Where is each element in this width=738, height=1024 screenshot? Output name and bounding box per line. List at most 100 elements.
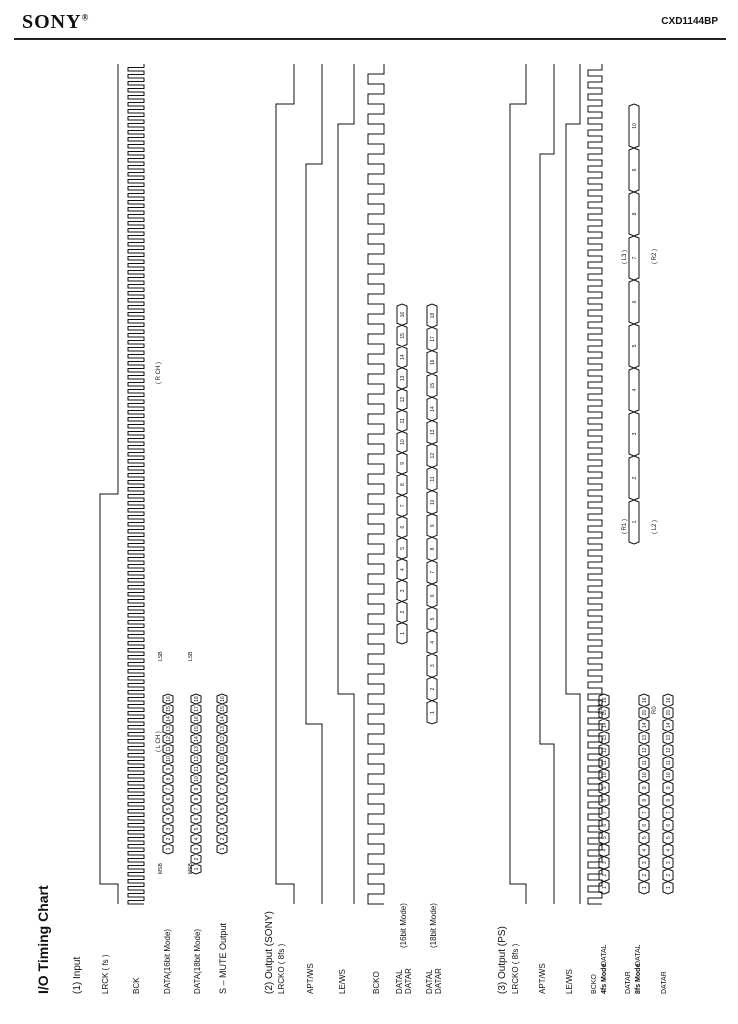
bit-label: 15 bbox=[602, 710, 608, 716]
bit-label: 3 bbox=[642, 861, 648, 864]
label-sony-datar2: DATAR bbox=[434, 968, 443, 994]
bit-label: 15 bbox=[194, 726, 200, 732]
bit-label: 15 bbox=[430, 383, 436, 389]
bit-label: 8 bbox=[642, 799, 648, 802]
wave-ps-le bbox=[565, 64, 581, 904]
bit-label: 14 bbox=[602, 722, 608, 728]
bit-label: 1 bbox=[400, 632, 406, 635]
bit-label: 2 bbox=[602, 874, 608, 877]
bit-label: 16 bbox=[430, 359, 436, 365]
annot-lsb-18: LSB bbox=[188, 651, 194, 661]
annot-l3: ( L3 ) bbox=[622, 250, 628, 264]
bit-label: 4 bbox=[220, 817, 226, 820]
bit-label: 17 bbox=[430, 336, 436, 342]
bit-label: 14 bbox=[220, 716, 226, 722]
bit-label: 5 bbox=[642, 836, 648, 839]
bit-label: 14 bbox=[666, 722, 672, 728]
bit-label: 11 bbox=[430, 476, 436, 481]
bit-label: 15 bbox=[666, 710, 672, 716]
label-sony-bcko: BCKO bbox=[372, 971, 381, 994]
wave-ps-datar4 bbox=[628, 103, 640, 545]
bit-label: 13 bbox=[220, 726, 226, 732]
bit-label: 9 bbox=[666, 786, 672, 789]
bit-label: 12 bbox=[194, 756, 200, 762]
label-sony-le: LE/WS bbox=[338, 969, 347, 994]
wave-ps-lrcko bbox=[509, 64, 527, 904]
label-ps-le: LE/WS bbox=[565, 969, 574, 994]
bit-label: 4 bbox=[400, 568, 406, 571]
brand-logo: SONY® bbox=[22, 11, 90, 33]
bit-label: 12 bbox=[400, 397, 406, 403]
bit-label: 10 bbox=[666, 772, 672, 778]
bit-label: 8 bbox=[632, 212, 638, 215]
bit-label: 8 bbox=[166, 777, 172, 780]
bit-label: 5 bbox=[166, 807, 172, 810]
bit-label: 5 bbox=[666, 836, 672, 839]
bit-label: 18 bbox=[194, 696, 200, 702]
label-ps-datar1: DATAR bbox=[625, 971, 632, 994]
bit-label: 14 bbox=[194, 736, 200, 742]
wave-ps-datal8 bbox=[638, 693, 650, 895]
bit-label: 11 bbox=[666, 760, 672, 765]
bit-label: 18 bbox=[430, 313, 436, 319]
bit-label: 6 bbox=[666, 824, 672, 827]
label-ps-datal2: DATAL bbox=[635, 944, 642, 966]
wave-sony-bcko bbox=[367, 64, 385, 905]
bit-label: 1 bbox=[642, 886, 648, 889]
annot-lch: ( L CH ) bbox=[156, 731, 162, 752]
bit-label: 16 bbox=[166, 696, 172, 702]
label-ps-datar2: DATAR bbox=[661, 971, 668, 994]
bit-label: 4 bbox=[632, 388, 638, 391]
wave-sony-le bbox=[337, 64, 355, 904]
bit-label: 8 bbox=[400, 483, 406, 486]
bit-label: 8 bbox=[220, 777, 226, 780]
bit-label: 10 bbox=[220, 756, 226, 762]
bit-label: 5 bbox=[400, 547, 406, 550]
bit-label: 3 bbox=[632, 432, 638, 435]
wave-smute bbox=[216, 693, 228, 855]
bit-label: 1 bbox=[220, 847, 226, 850]
annot-l2: ( L2 ) bbox=[652, 520, 658, 534]
wave-ps-datar8 bbox=[662, 693, 674, 895]
bit-label: 2 bbox=[666, 874, 672, 877]
bit-label: 3 bbox=[400, 589, 406, 592]
bit-label: 4 bbox=[642, 849, 648, 852]
bit-label: 8 bbox=[666, 799, 672, 802]
wave-sony-data18 bbox=[426, 303, 438, 725]
bit-label: 1 bbox=[194, 867, 200, 870]
bit-label: 4 bbox=[666, 849, 672, 852]
bit-label: 7 bbox=[194, 807, 200, 810]
bit-label: 15 bbox=[166, 706, 172, 712]
bit-label: 10 bbox=[430, 499, 436, 505]
bit-label: 11 bbox=[194, 766, 200, 771]
bit-label: 7 bbox=[400, 504, 406, 507]
bit-label: 1 bbox=[602, 886, 608, 889]
bit-label: 16 bbox=[400, 312, 406, 318]
wave-ps-bcko bbox=[587, 64, 603, 905]
bit-label: 1 bbox=[166, 847, 172, 850]
section-input-heading: (1) Input bbox=[72, 957, 83, 994]
bit-label: 13 bbox=[400, 375, 406, 381]
bit-label: 10 bbox=[400, 439, 406, 445]
label-sony-datar1: DATAR bbox=[404, 968, 413, 994]
wave-sony-lrcko bbox=[275, 64, 295, 904]
label-lrck: LRCK ( fs ) bbox=[101, 954, 110, 994]
bit-label: 9 bbox=[642, 786, 648, 789]
bit-label: 6 bbox=[602, 824, 608, 827]
label-ps-datal1: DATAL bbox=[601, 944, 608, 966]
bit-label: 11 bbox=[220, 746, 226, 751]
bit-label: 10 bbox=[632, 123, 638, 129]
bit-label: 2 bbox=[632, 476, 638, 479]
label-ps-mode8: 8fs Mode bbox=[635, 964, 642, 994]
bit-label: 4 bbox=[430, 641, 436, 644]
bit-label: 8 bbox=[602, 799, 608, 802]
wave-ps-apt bbox=[539, 64, 555, 904]
bit-label: 6 bbox=[194, 817, 200, 820]
bit-label: 10 bbox=[642, 772, 648, 778]
wave-lrck bbox=[99, 64, 119, 904]
bit-label: 3 bbox=[666, 861, 672, 864]
bit-label: 16 bbox=[642, 697, 648, 703]
bit-label: 1 bbox=[632, 520, 638, 523]
bit-label: 12 bbox=[602, 747, 608, 753]
label-bck: BCK bbox=[132, 977, 141, 994]
